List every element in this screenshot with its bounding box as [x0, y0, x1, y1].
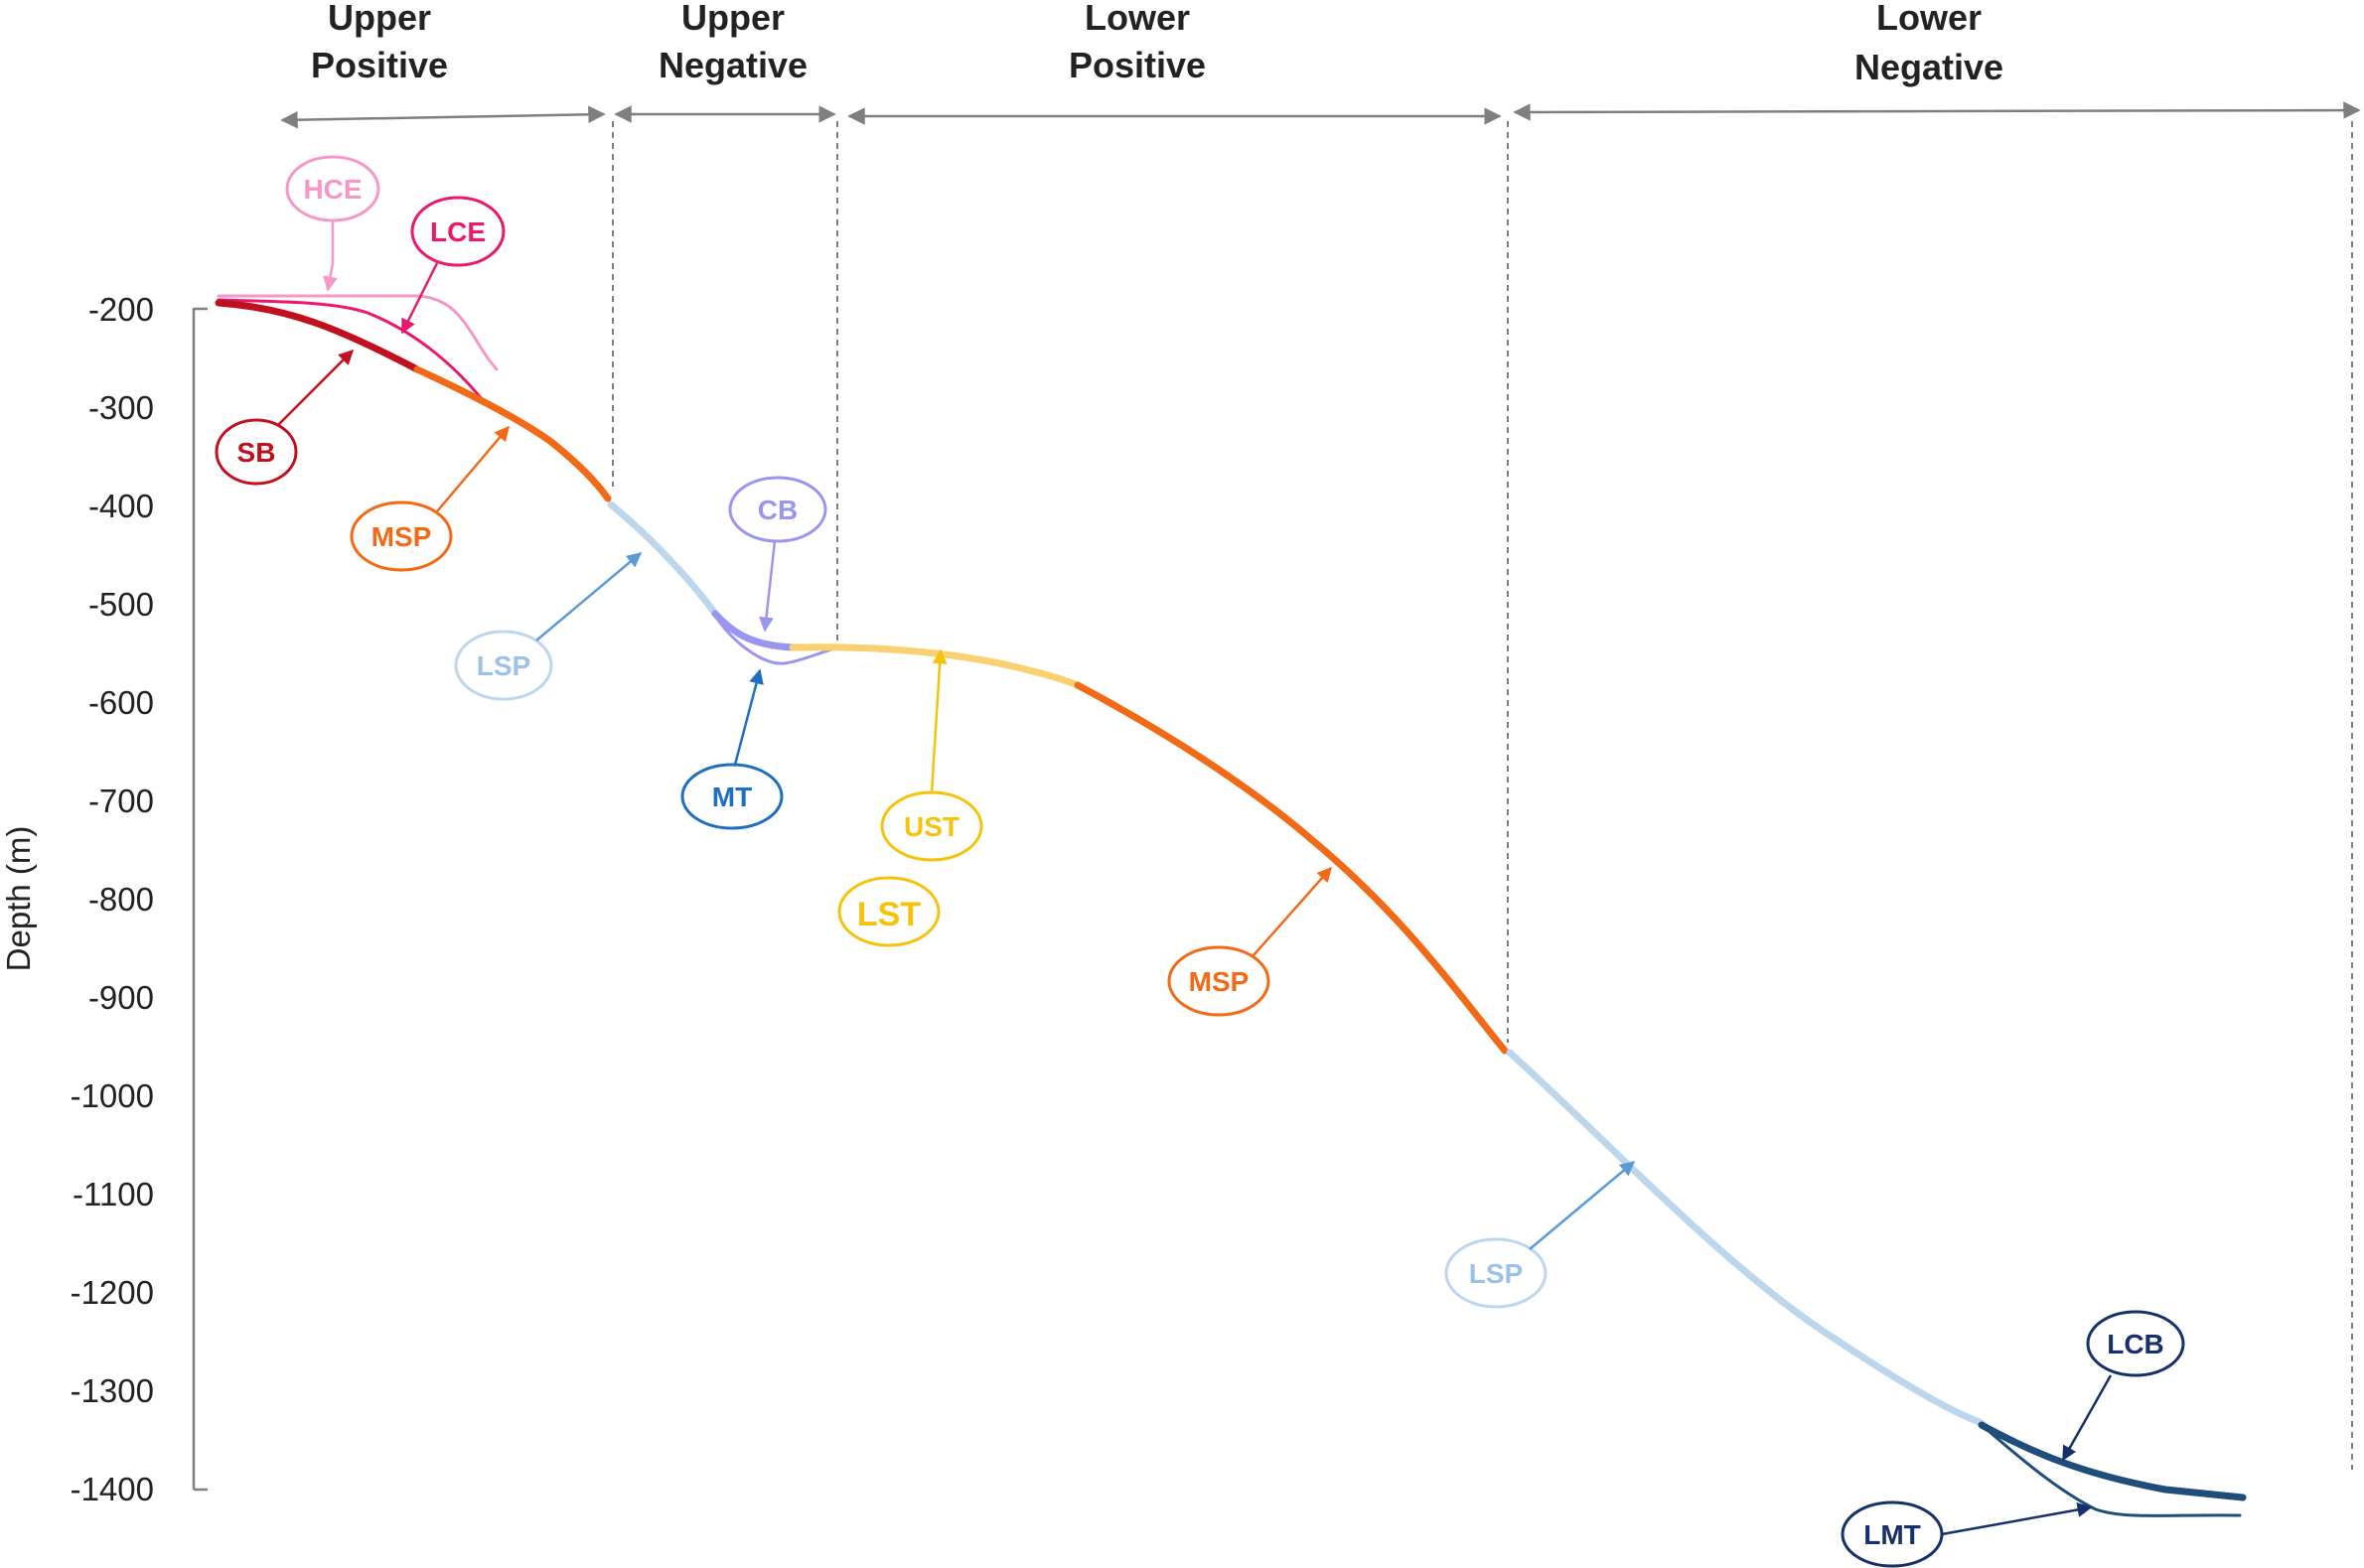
lsp-lower-curve: [1506, 1049, 1986, 1427]
zone-2-line1: Upper: [681, 0, 785, 38]
lsp-upper-pointer: [535, 552, 643, 641]
zone-3-line2: Positive: [1069, 45, 1206, 85]
zone-arrows: [280, 101, 2361, 129]
lcb-label: LCB: [2107, 1329, 2164, 1359]
tick-label: -900: [88, 979, 154, 1016]
lsp-lower-pointer: [1529, 1161, 1636, 1250]
zone-4-line1: Lower: [1876, 0, 1982, 38]
zone-1-arrow: [280, 105, 606, 129]
st-curve: [789, 643, 1082, 689]
mt-pointer: [733, 668, 764, 766]
msp-upper-curve: [413, 365, 612, 502]
lsp-upper-curve: [607, 500, 719, 618]
zone-dividers: [612, 121, 2353, 1470]
cb-annotation: CB: [728, 476, 827, 633]
tick-label: -200: [88, 291, 154, 328]
msp-upper-pointer: [436, 425, 510, 512]
ust-label: UST: [904, 811, 960, 842]
lmt-pointer: [1941, 1502, 2093, 1536]
tick-label: -1300: [71, 1372, 154, 1409]
lce-pointer: [400, 262, 439, 335]
lcb-pointer: [2061, 1374, 2113, 1462]
msp-lower-pointer: [1253, 866, 1332, 956]
zone-1-line1: Upper: [328, 0, 431, 38]
cb-pointer: [759, 540, 777, 633]
y-axis: -200 -300 -400 -500 -600 -700 -800 -900 …: [0, 291, 208, 1507]
tick-label: -600: [88, 684, 154, 721]
tick-label: -1000: [71, 1077, 154, 1114]
lmt-label: LMT: [1863, 1519, 1921, 1550]
sb-label: SB: [237, 437, 276, 468]
zone-3-line1: Lower: [1085, 0, 1190, 38]
hce-label: HCE: [303, 174, 362, 205]
lcb-annotation: LCB: [2061, 1310, 2185, 1462]
ust-annotation: UST: [880, 648, 983, 862]
lst-label: LST: [857, 896, 921, 933]
lcb-curve: [1978, 1421, 2247, 1501]
msp-lower-annotation: MSP: [1167, 866, 1332, 1017]
y-axis-title: Depth (m): [0, 826, 37, 972]
zone-2-line2: Negative: [659, 45, 808, 85]
mt-curve: [713, 614, 841, 665]
tick-label: -800: [88, 881, 154, 918]
annotations: HCE LCE SB MSP LSP CB: [215, 155, 2185, 1568]
tick-label: -1400: [71, 1471, 154, 1507]
msp-lower-label: MSP: [1189, 966, 1250, 997]
msp-lower-curve: [1074, 681, 1509, 1055]
lsp-upper-annotation: LSP: [454, 552, 643, 701]
cb-curve: [711, 610, 797, 651]
ust-pointer: [930, 648, 948, 793]
sb-pointer: [277, 349, 355, 426]
msp-upper-annotation: MSP: [350, 425, 510, 572]
tick-label: -700: [88, 783, 154, 819]
lce-curve: [217, 298, 489, 407]
cb-label: CB: [758, 495, 798, 525]
profile-curves: [215, 294, 2247, 1517]
lce-label: LCE: [430, 216, 486, 247]
lsp-lower-annotation: LSP: [1444, 1161, 1636, 1309]
lce-annotation: LCE: [400, 196, 506, 335]
zone-4-arrow: [1513, 101, 2361, 121]
zone-4-line2: Negative: [1854, 47, 2003, 87]
tick-label: -1100: [73, 1176, 154, 1212]
lst-annotation: LST: [837, 876, 941, 947]
tick-label: -400: [88, 488, 154, 524]
lsp-upper-label: LSP: [477, 650, 530, 681]
lmt-curve: [1980, 1423, 2242, 1517]
mt-annotation: MT: [680, 668, 784, 830]
y-axis-ticks: [194, 307, 208, 1492]
msp-upper-label: MSP: [371, 521, 432, 552]
hce-annotation: HCE: [285, 155, 380, 292]
sb-curve: [215, 299, 421, 373]
tick-label: -500: [88, 586, 154, 623]
hce-pointer: [323, 220, 338, 292]
lsp-lower-label: LSP: [1469, 1258, 1523, 1289]
sb-annotation: SB: [215, 349, 355, 486]
zone-headers: Upper Positive Upper Negative Lower Posi…: [311, 0, 2003, 87]
zone-1-line2: Positive: [311, 45, 448, 85]
tick-label: -300: [88, 389, 154, 426]
mt-label: MT: [712, 782, 752, 812]
lmt-annotation: LMT: [1841, 1500, 2093, 1568]
hce-curve: [217, 294, 499, 371]
tick-label: -1200: [71, 1274, 154, 1311]
